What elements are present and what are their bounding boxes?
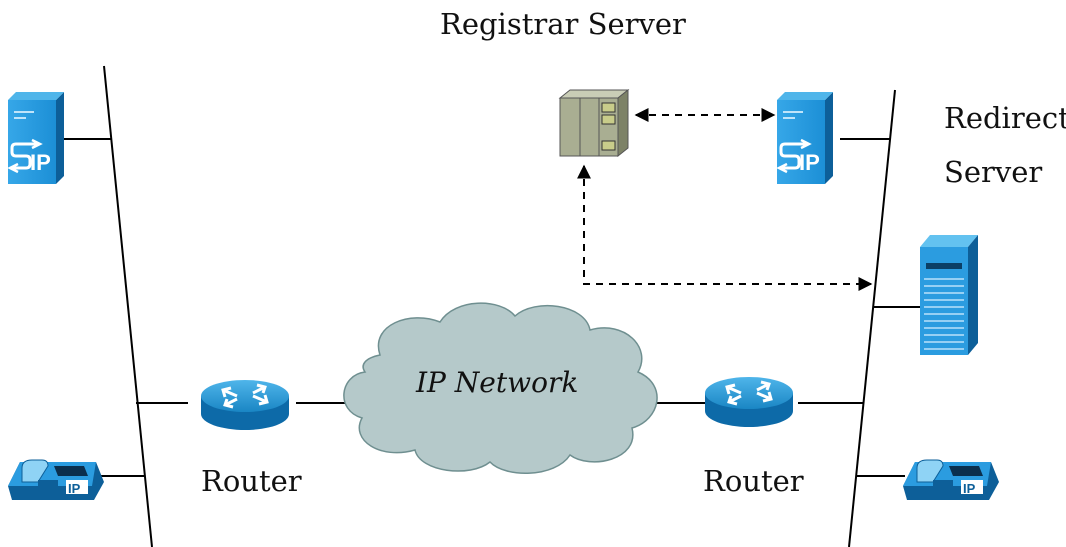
svg-text:IP: IP: [30, 150, 51, 175]
redirect-server-icon: [920, 235, 978, 355]
right-backbone-line: [848, 89, 896, 547]
router-right-label: Router: [703, 464, 804, 498]
left-backbone-line: [103, 65, 153, 547]
sip-server-icon-right: IP: [776, 92, 833, 184]
router-left-label: Router: [201, 464, 302, 498]
ip-phone-icon-left: IP: [8, 459, 104, 500]
ip-network-cloud: [343, 302, 658, 474]
ip-network-label: IP Network: [416, 366, 579, 399]
sip-server-icon: IP: [7, 92, 64, 184]
svg-text:IP: IP: [963, 481, 976, 496]
redirect-server-label-line1: Redirect: [944, 101, 1066, 135]
svg-text:IP: IP: [68, 481, 81, 496]
registrar-server-icon: [558, 88, 630, 158]
registrar-server-label: Registrar Server: [440, 7, 686, 41]
redirect-server-label-line2: Server: [944, 155, 1043, 189]
router-icon-left: [201, 380, 289, 430]
svg-text:IP: IP: [799, 150, 820, 175]
router-icon-right: [705, 377, 793, 427]
ip-phone-icon-right: IP: [903, 459, 999, 500]
registrar-server-arrow: [577, 164, 873, 291]
